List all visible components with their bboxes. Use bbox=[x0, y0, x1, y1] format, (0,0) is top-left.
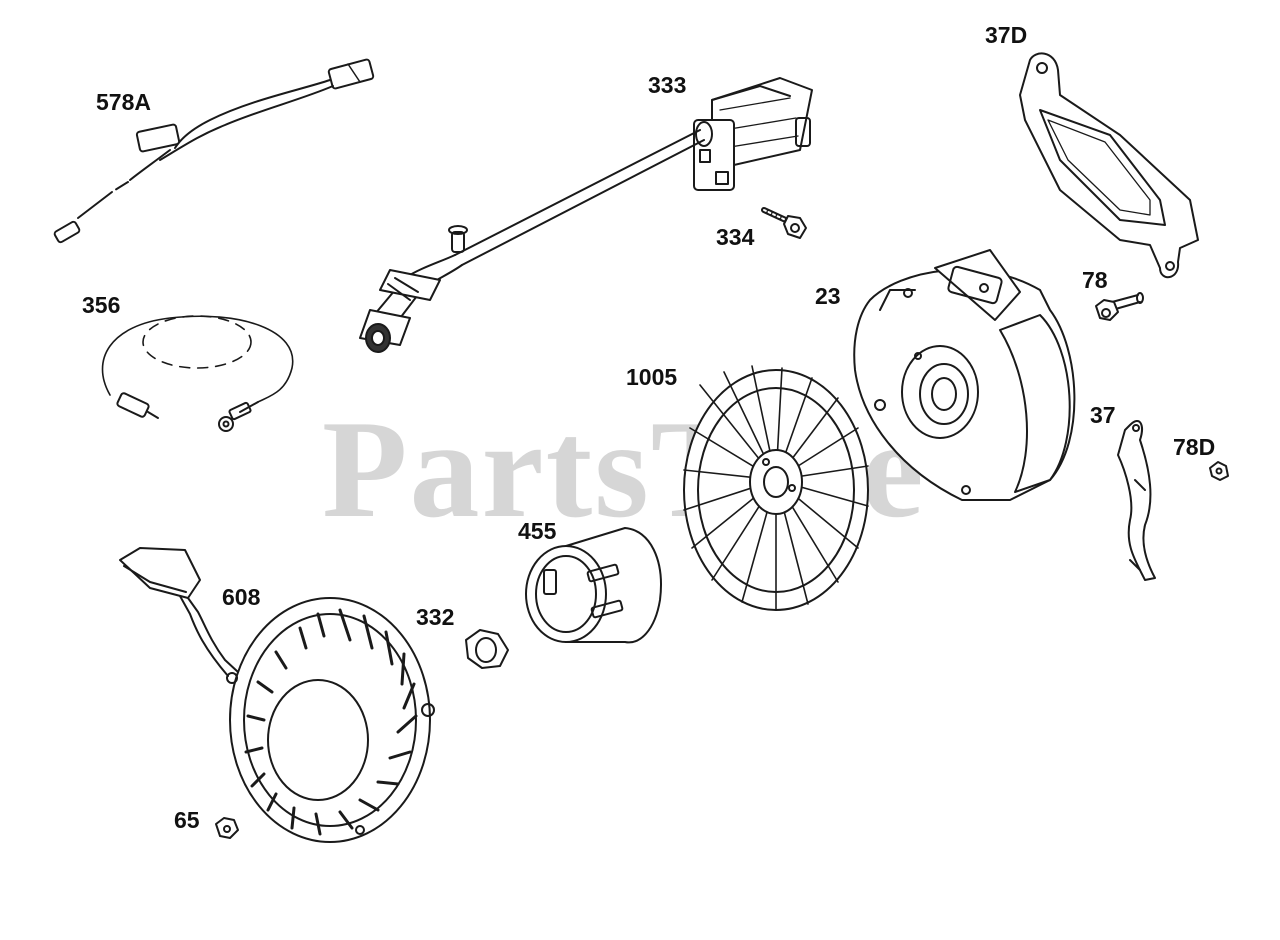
callout-1005: 1005 bbox=[626, 364, 678, 390]
callout-78d: 78D bbox=[1173, 434, 1216, 460]
wire-harness-578a bbox=[53, 58, 375, 244]
ignition-coil-333 bbox=[359, 77, 813, 353]
flange-nut-332 bbox=[465, 629, 509, 669]
callout-334: 334 bbox=[716, 224, 755, 250]
callout-37d: 37D bbox=[985, 22, 1028, 48]
callout-332: 332 bbox=[416, 604, 455, 630]
magneto-housing-23 bbox=[853, 249, 1076, 501]
bracket-37d bbox=[1019, 52, 1199, 278]
clip-37 bbox=[1117, 420, 1156, 581]
callout-356: 356 bbox=[82, 292, 121, 318]
callout-78: 78 bbox=[1082, 267, 1108, 293]
callout-333: 333 bbox=[648, 72, 687, 98]
screw-65 bbox=[215, 817, 239, 839]
callout-65: 65 bbox=[174, 807, 200, 833]
screw-78d bbox=[1209, 461, 1229, 481]
callout-578a: 578A bbox=[96, 89, 151, 115]
bolt-78 bbox=[1095, 292, 1144, 321]
bolt-334 bbox=[761, 207, 807, 239]
starter-cup-455 bbox=[525, 527, 662, 644]
flywheel-1005 bbox=[683, 365, 869, 611]
ground-wire-356 bbox=[101, 315, 294, 432]
callout-37: 37 bbox=[1090, 402, 1116, 428]
callout-455: 455 bbox=[518, 518, 557, 544]
recoil-starter-608 bbox=[119, 547, 435, 843]
callout-23: 23 bbox=[815, 283, 841, 309]
callout-608: 608 bbox=[222, 584, 261, 610]
